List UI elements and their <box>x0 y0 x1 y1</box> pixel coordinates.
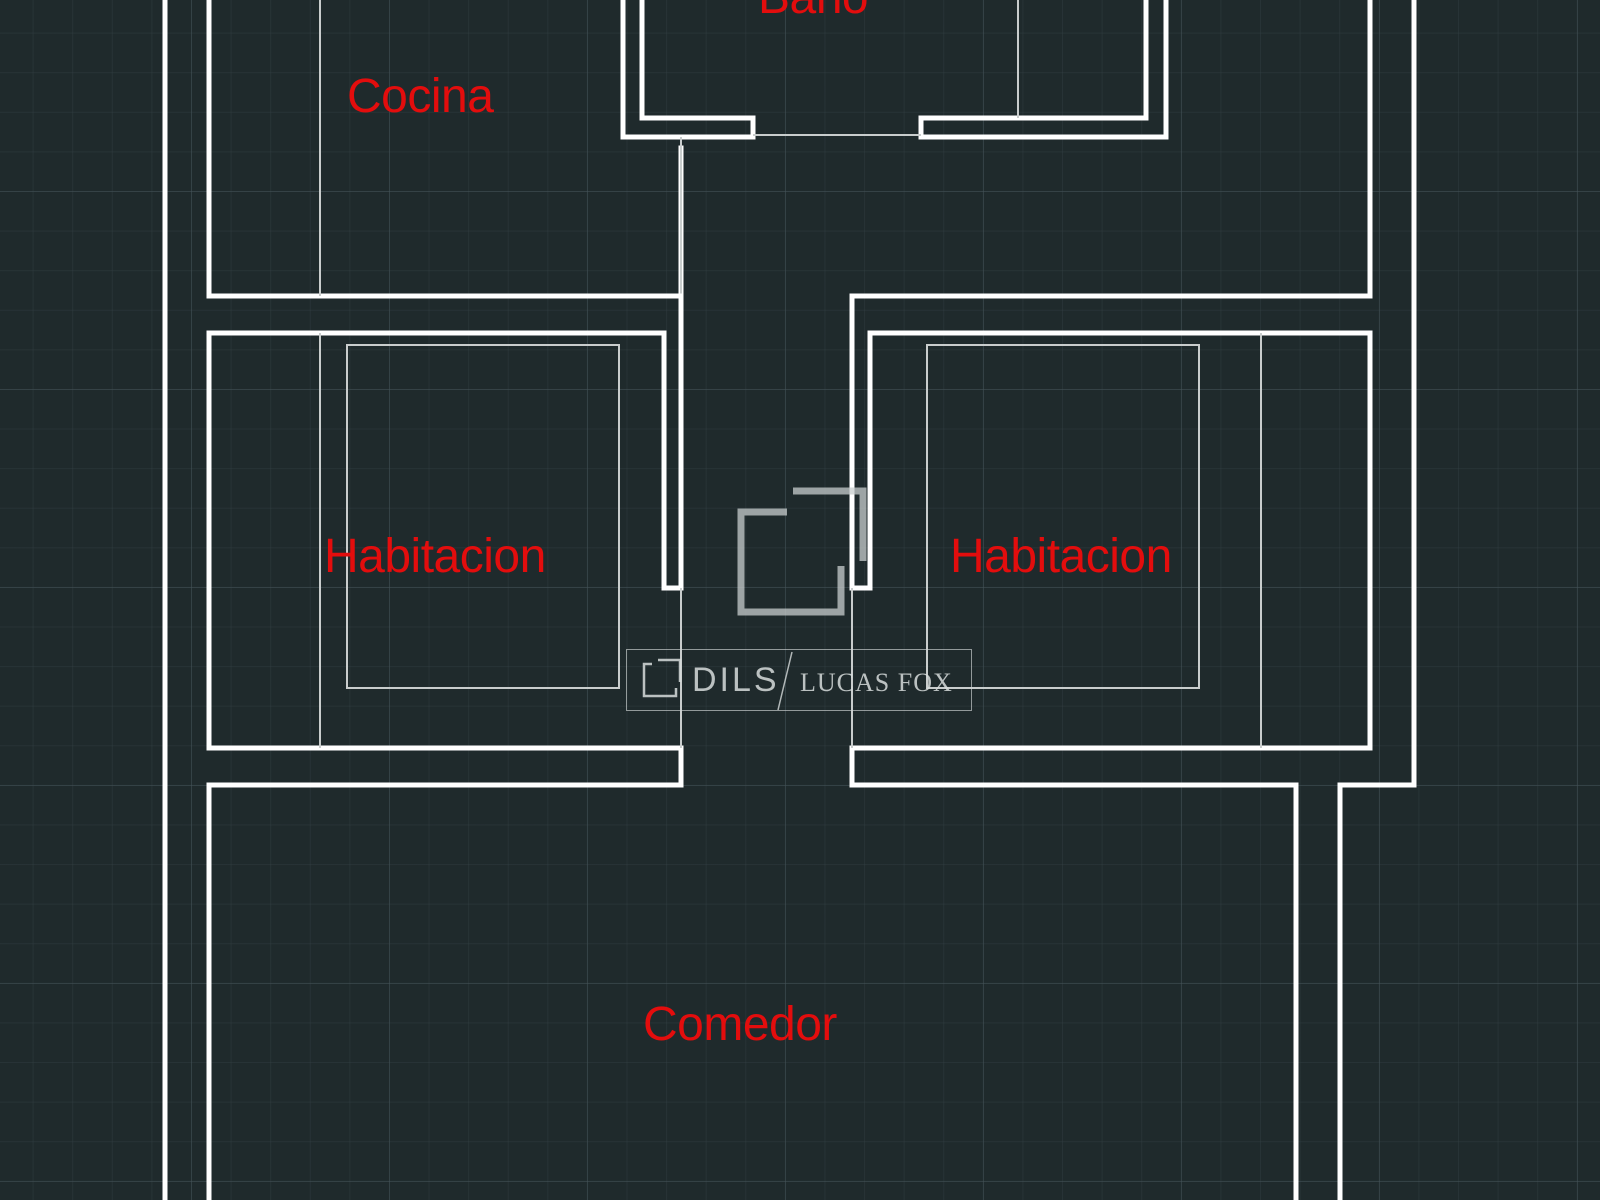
outer-wall-right <box>1337 0 1417 1200</box>
watermark-logo-small-corner <box>658 658 682 682</box>
watermark-logo-large-square <box>737 508 845 616</box>
room-label-habitacion-right: Habitacion <box>950 530 1172 583</box>
left-bed <box>346 344 620 689</box>
bathroom-inner-wall <box>639 0 756 140</box>
bathroom-inner-wall-right <box>918 0 1149 140</box>
upper-right-room-wall <box>849 0 1373 1200</box>
bathroom-outer-wall <box>620 0 756 140</box>
watermark-brand-secondary: LUCAS FOX <box>800 668 953 697</box>
watermark-frame <box>626 649 972 711</box>
room-label-bano: Baño <box>758 0 869 22</box>
right-bed <box>926 344 1200 689</box>
watermark-logo-small <box>642 662 678 698</box>
bathroom-outer-wall-right <box>918 0 1169 140</box>
room-label-habitacion-left: Habitacion <box>324 530 546 583</box>
left-bedroom-wall <box>206 293 684 1200</box>
room-label-cocina: Cocina <box>347 70 494 123</box>
watermark-logo-large <box>793 487 867 561</box>
watermark-divider <box>777 651 793 711</box>
watermark-brand-primary: DILS <box>692 661 780 699</box>
room-label-comedor: Comedor <box>643 998 837 1051</box>
kitchen-wall <box>206 0 684 299</box>
